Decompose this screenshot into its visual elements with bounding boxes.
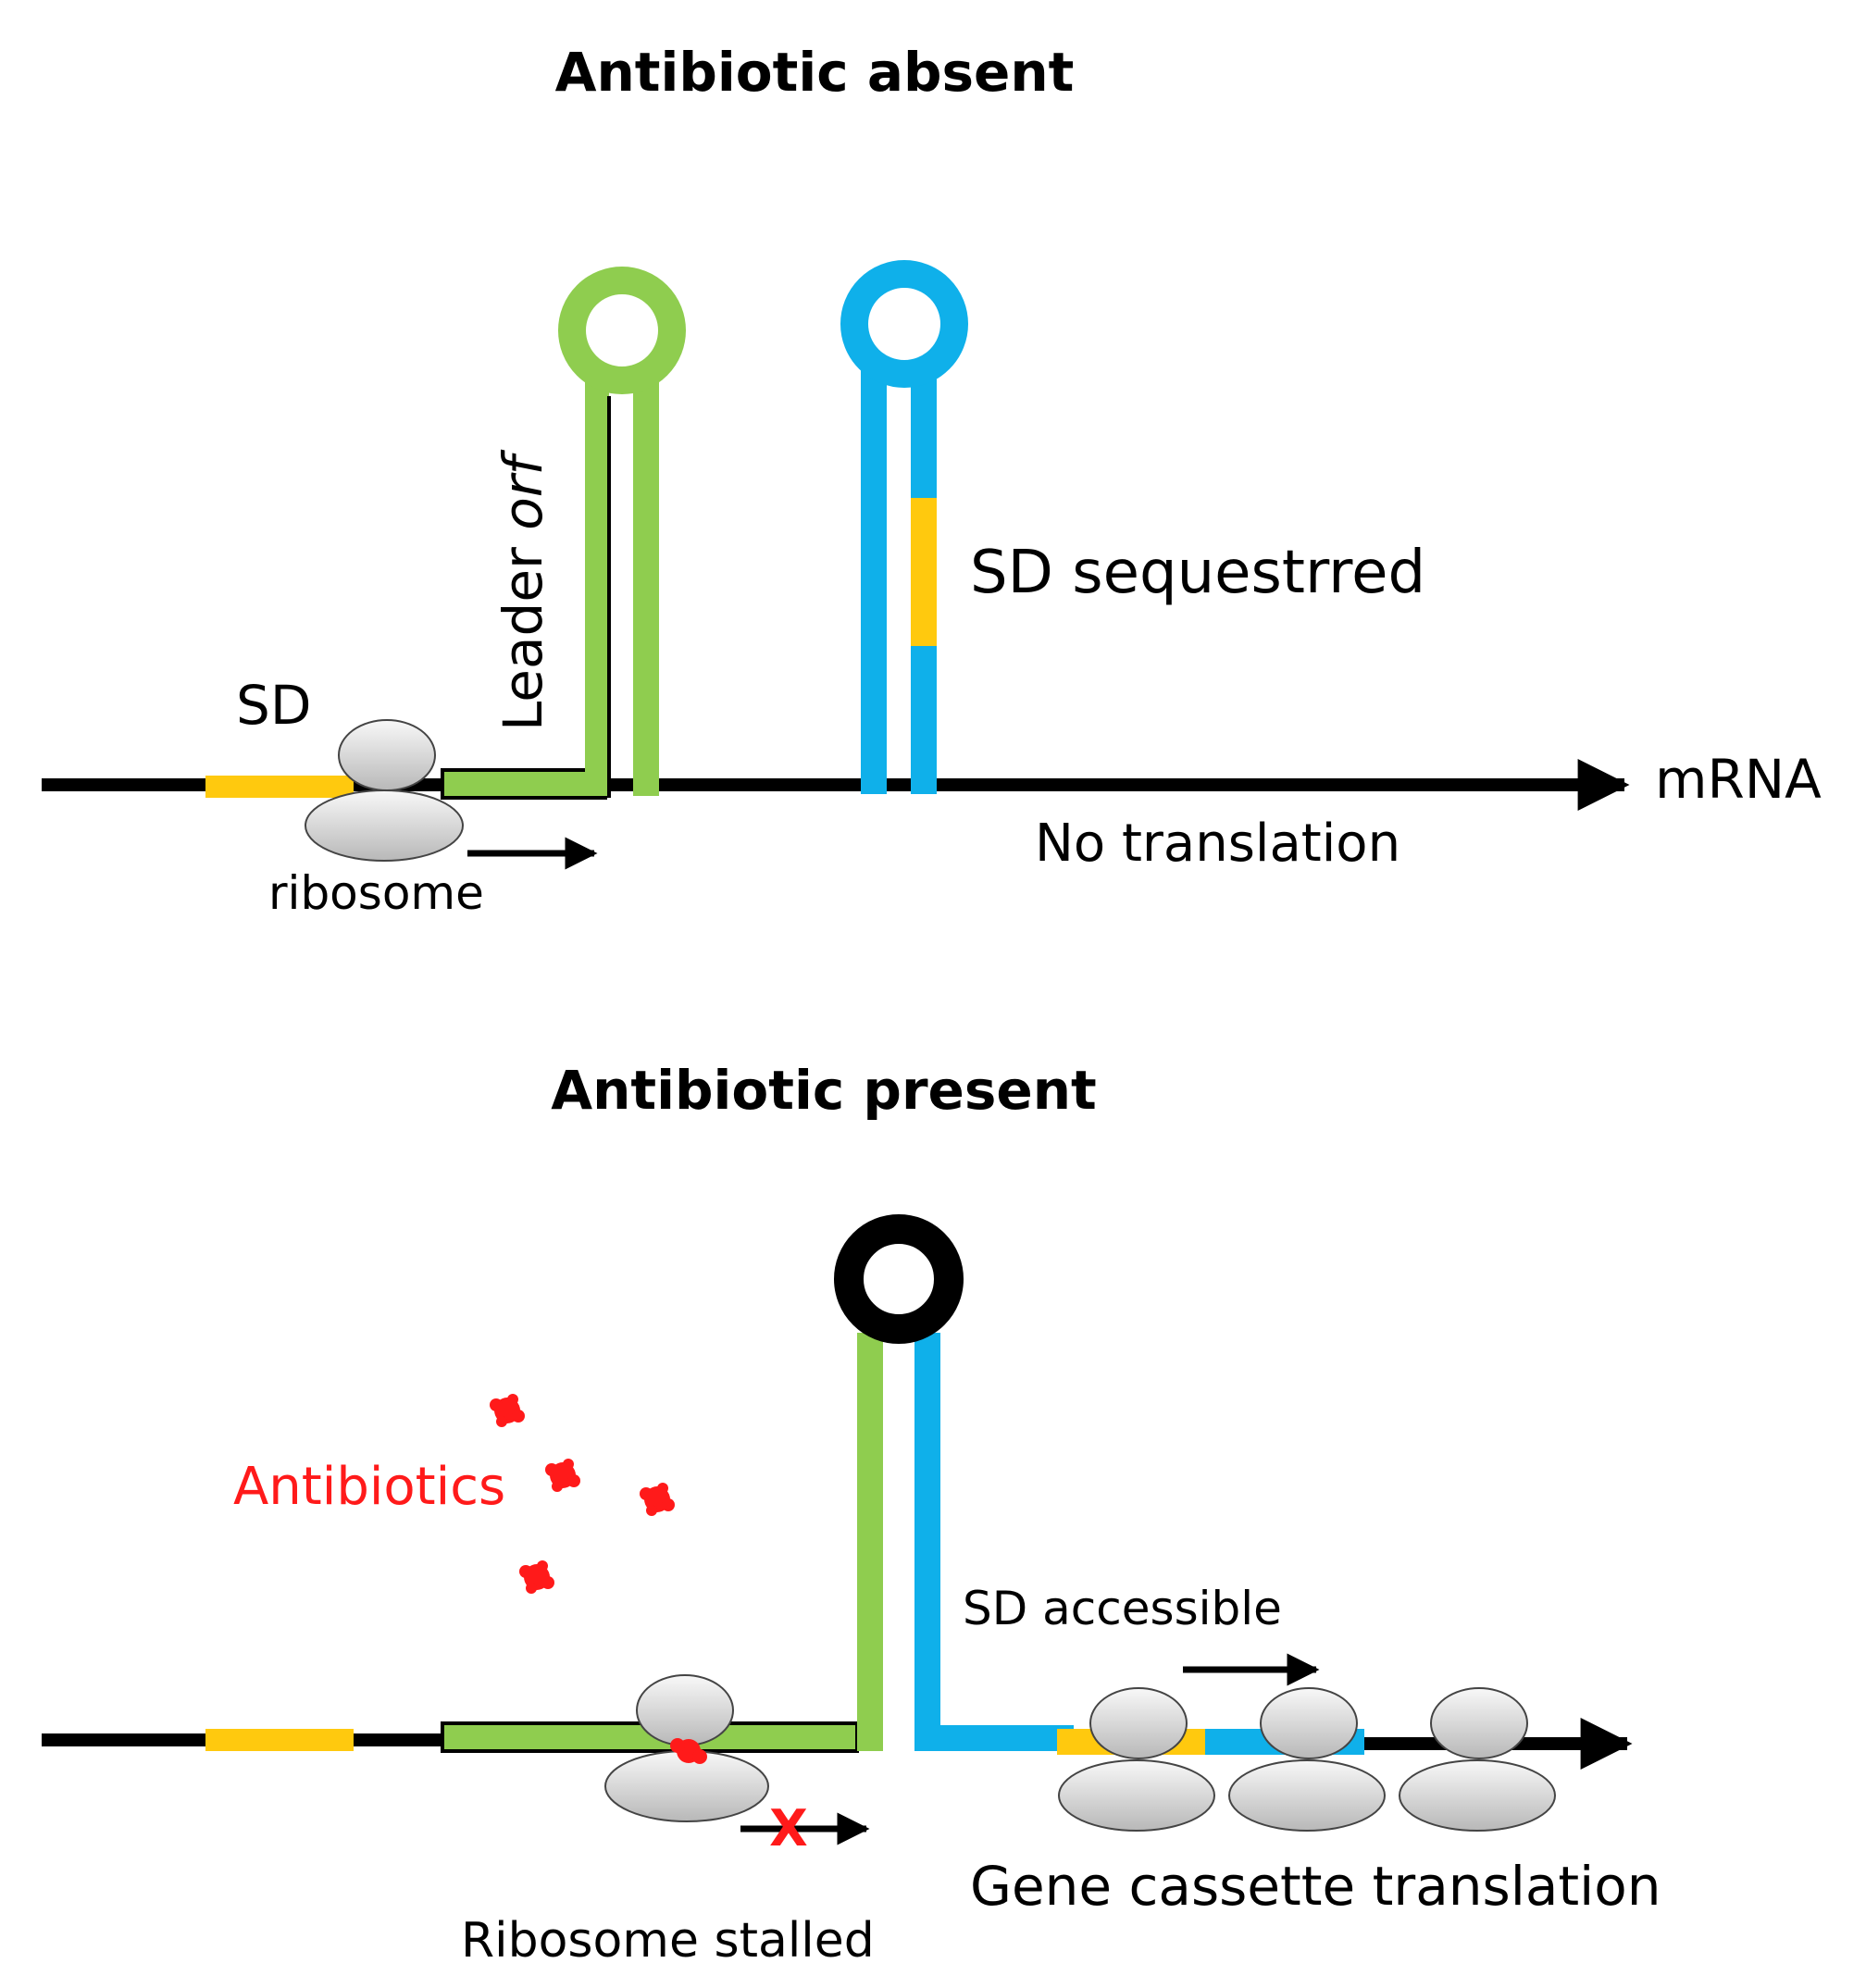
antibiotic-molecules — [490, 1394, 675, 1594]
label-ribosome: ribosome — [268, 866, 484, 920]
ribosome-stalled — [604, 1674, 769, 1822]
label-leader-orf: Leader orf — [491, 449, 554, 731]
panel-antibiotic-absent: Antibiotic absent SD Leader or — [42, 41, 1822, 920]
sequestering-hairpin — [840, 260, 968, 794]
blocked-x-mark: X — [769, 1799, 808, 1858]
panel-antibiotic-present: Antibiotic present X — [42, 1059, 1661, 1969]
sequestered-sd-segment — [911, 498, 937, 646]
ribosome-translating-3 — [1399, 1687, 1556, 1832]
leader-orf-box — [441, 768, 607, 800]
label-sd-accessible: SD accessible — [963, 1582, 1282, 1635]
panel-title-absent: Antibiotic absent — [555, 41, 1075, 104]
panel-title-present: Antibiotic present — [551, 1059, 1097, 1122]
leader-hairpin — [558, 267, 686, 798]
ribosome-translating-2 — [1228, 1687, 1386, 1832]
label-ribosome-stalled: Ribosome stalled — [461, 1913, 875, 1969]
label-sd-sequestered: SD sequestrred — [970, 539, 1425, 607]
upstream-sd-segment — [205, 1729, 354, 1751]
label-no-translation: No translation — [1035, 814, 1400, 874]
sd-segment — [205, 776, 354, 798]
ribosome-translating-1 — [1058, 1687, 1215, 1832]
label-antibiotics: Antibiotics — [233, 1457, 505, 1517]
antibiotic-bound-icon — [670, 1738, 707, 1764]
ribosome-translating — [305, 719, 464, 862]
alternative-hairpin — [834, 1214, 1074, 1751]
label-mrna: mRNA — [1655, 748, 1822, 811]
label-sd: SD — [236, 674, 311, 737]
label-gene-cassette-translation: Gene cassette translation — [970, 1855, 1661, 1918]
